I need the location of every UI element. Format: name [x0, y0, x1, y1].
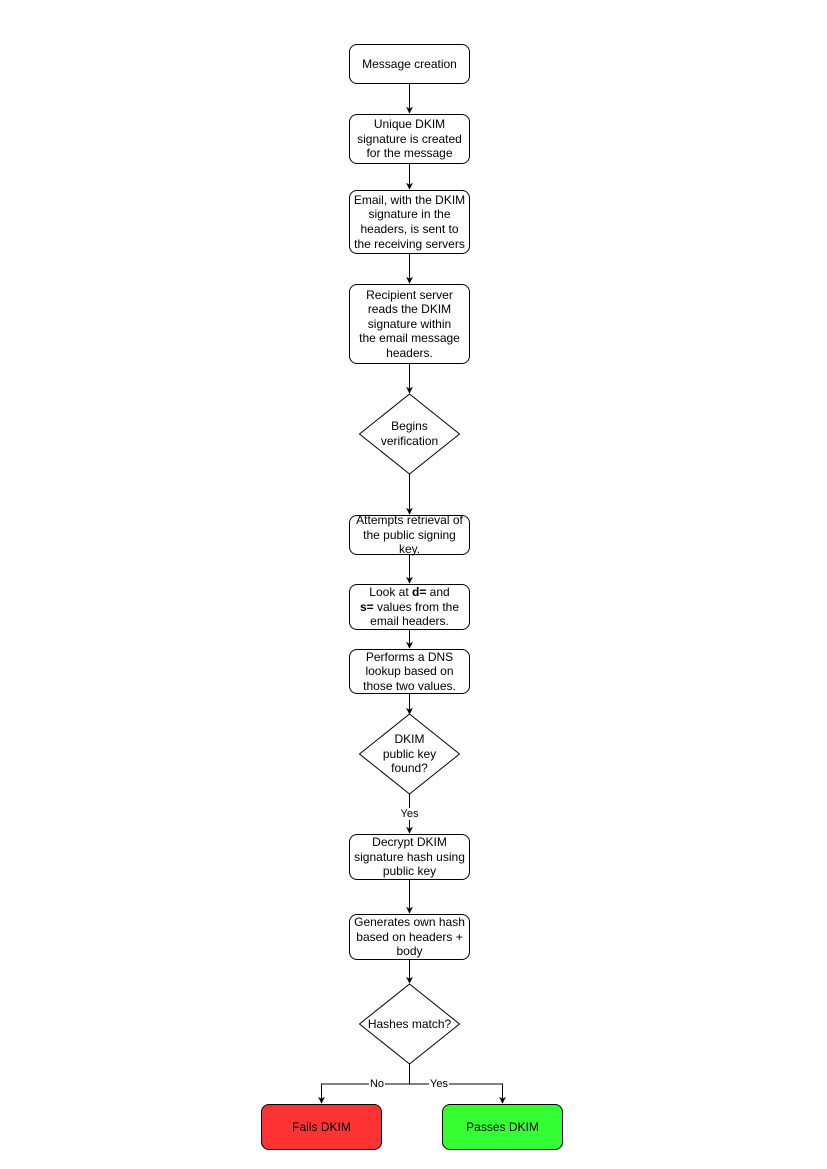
node-passes-dkim: Passes DKIM — [442, 1104, 563, 1150]
diamond-key-found-label-box: DKIM public key found? — [369, 729, 450, 779]
node-generates-hash: Generates own hash based on headers + bo… — [349, 914, 470, 960]
edge-label-key-found-yes: Yes — [399, 808, 420, 820]
node-decrypt-hash: Decrypt DKIM signature hash using public… — [349, 834, 470, 880]
node-unique-signature-label: Unique DKIM signature is created for the… — [357, 117, 462, 161]
node-message-creation: Message creation — [349, 44, 470, 84]
node-decrypt-hash-label: Decrypt DKIM signature hash using public… — [354, 835, 465, 879]
look-at-and: and — [426, 585, 450, 600]
edge-label-match-yes: Yes — [429, 1078, 449, 1090]
node-generates-hash-label: Generates own hash based on headers + bo… — [354, 915, 465, 959]
look-at-d-tag: d= — [412, 585, 427, 600]
diamond-hashes-match — [358, 983, 461, 1065]
diamond-begins-verification-label-box: Begins verification — [369, 414, 450, 454]
diamond-hashes-match-label: Hashes match? — [367, 1016, 452, 1031]
look-at-prefix: Look at — [369, 585, 412, 600]
node-passes-dkim-label: Passes DKIM — [466, 1119, 539, 1134]
node-fails-dkim: Fails DKIM — [261, 1104, 382, 1150]
node-attempts-retrieval-label: Attempts retrieval of the public signing… — [356, 513, 463, 557]
diamond-key-found-label: DKIM public key found? — [382, 732, 437, 776]
node-recipient-reads: Recipient server reads the DKIM signatur… — [349, 284, 470, 364]
node-email-sent: Email, with the DKIM signature in the he… — [349, 190, 470, 254]
look-at-suffix: values from the email headers. — [370, 599, 460, 629]
edge-label-match-no: No — [368, 1078, 386, 1090]
node-email-sent-label: Email, with the DKIM signature in the he… — [353, 192, 466, 251]
node-look-at-values: Look at d= and s= values from the email h… — [349, 584, 470, 630]
node-dns-lookup: Performs a DNS lookup based on those two… — [349, 649, 470, 694]
edge-match-to-fails — [318, 1064, 410, 1104]
diamond-begins-verification-label: Begins verification — [380, 419, 439, 448]
diamond-begins-verification — [358, 393, 461, 475]
node-attempts-retrieval: Attempts retrieval of the public signing… — [349, 513, 470, 557]
node-unique-signature: Unique DKIM signature is created for the… — [349, 114, 470, 164]
node-dns-lookup-label: Performs a DNS lookup based on those two… — [363, 649, 456, 693]
diamond-hashes-match-label-box: Hashes match? — [359, 1014, 460, 1034]
look-at-s-tag: s= — [359, 599, 374, 614]
diamond-key-found — [358, 713, 461, 795]
node-fails-dkim-label: Fails DKIM — [292, 1119, 351, 1134]
node-look-at-values-label: Look at d= and s= values from the email h… — [352, 585, 467, 629]
node-recipient-reads-label: Recipient server reads the DKIM signatur… — [359, 287, 460, 360]
edge-match-to-passes — [409, 1064, 506, 1104]
node-message-creation-label: Message creation — [362, 56, 457, 71]
